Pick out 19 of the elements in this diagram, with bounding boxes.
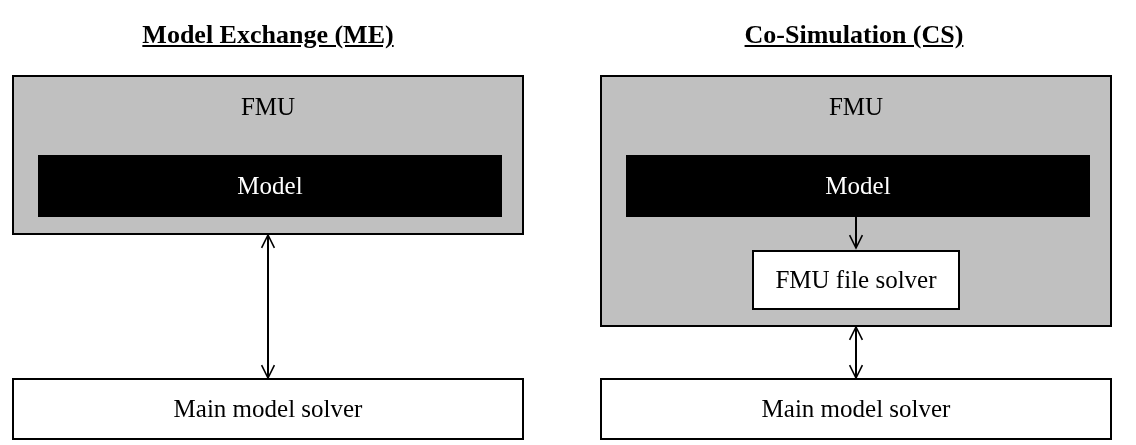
double-arrow [848, 326, 864, 379]
box-label: FMU file solver [775, 266, 937, 294]
panel-heading: FMU [240, 93, 296, 121]
box-label: Main model solver [173, 395, 363, 423]
arrow [848, 214, 864, 249]
component-panel [12, 75, 524, 235]
section-heading: Model Exchange (ME) [142, 20, 394, 50]
solver-box [600, 378, 1112, 440]
component-panel [600, 75, 1112, 327]
solver-box [12, 378, 524, 440]
box-label: Model [237, 172, 303, 200]
double-arrow [260, 234, 276, 379]
model-bar [38, 155, 502, 217]
panel-heading: FMU [828, 93, 884, 121]
model-bar [626, 155, 1090, 217]
section-heading: Co-Simulation (CS) [744, 20, 964, 50]
solver-box [752, 250, 960, 310]
box-label: Model [825, 172, 891, 200]
box-label: Main model solver [761, 395, 951, 423]
